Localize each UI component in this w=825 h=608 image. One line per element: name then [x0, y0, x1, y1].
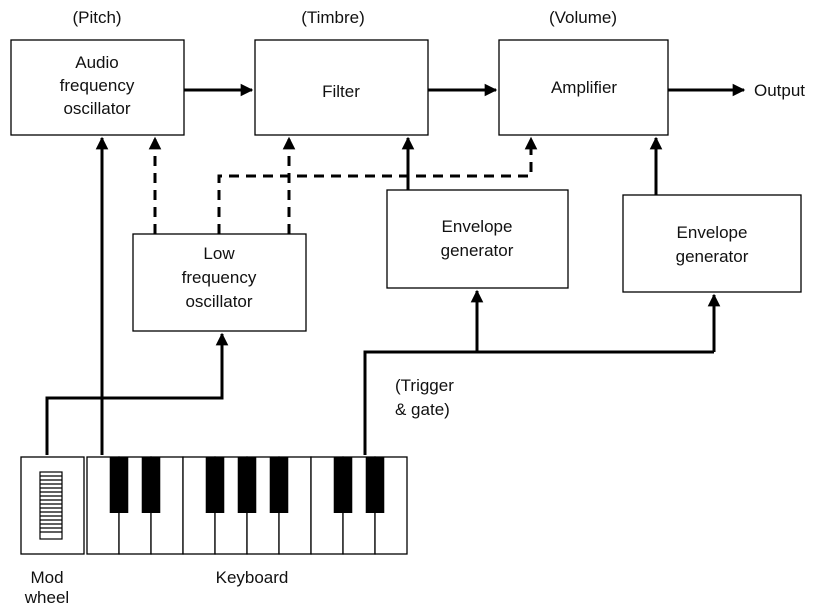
output-label: Output [754, 81, 805, 100]
trigger-wire [363, 350, 714, 455]
timbre-label: (Timbre) [301, 8, 365, 27]
envelope-generator-2-block: Envelope generator [622, 194, 802, 293]
audio-osc-label-2: frequency [60, 76, 135, 95]
filter-label: Filter [322, 82, 360, 101]
audio-oscillator-block: Audio frequency oscillator [10, 39, 185, 136]
env2-label-1: Envelope [677, 223, 748, 242]
lfo-label-3: oscillator [185, 292, 252, 311]
black-key [333, 457, 353, 513]
black-key [269, 457, 289, 513]
black-key [205, 457, 225, 513]
mod-wheel-label-2: wheel [24, 588, 69, 607]
lfo-label-1: Low [203, 244, 235, 263]
pitch-label: (Pitch) [72, 8, 121, 27]
volume-label: (Volume) [549, 8, 617, 27]
env1-label-2: generator [441, 241, 514, 260]
keyboard-label: Keyboard [216, 568, 289, 587]
env2-label-2: generator [676, 247, 749, 266]
trigger-label-1: (Trigger [395, 376, 454, 395]
envelope-generator-1-block: Envelope generator [386, 189, 569, 289]
audio-osc-label-3: oscillator [63, 99, 130, 118]
trigger-label-2: & gate) [395, 400, 450, 419]
black-key [365, 457, 385, 513]
filter-block: Filter [254, 39, 429, 136]
black-key [237, 457, 257, 513]
modwheel-to-lfo-arrow [45, 332, 229, 455]
mod-wheel-label-1: Mod [30, 568, 63, 587]
amplifier-label: Amplifier [551, 78, 617, 97]
mod-wheel-roller [39, 471, 63, 540]
lfo-label-2: frequency [182, 268, 257, 287]
black-key [141, 457, 161, 513]
keyboard [86, 456, 408, 555]
lfo-block: Low frequency oscillator [132, 233, 307, 332]
mod-wheel [20, 456, 85, 555]
audio-osc-label-1: Audio [75, 53, 118, 72]
mod-wheel-ridges [40, 475, 62, 533]
lfo-to-amp-dashed-arrow [217, 136, 538, 234]
env1-label-1: Envelope [442, 217, 513, 236]
black-key [109, 457, 129, 513]
amplifier-block: Amplifier [498, 39, 669, 136]
